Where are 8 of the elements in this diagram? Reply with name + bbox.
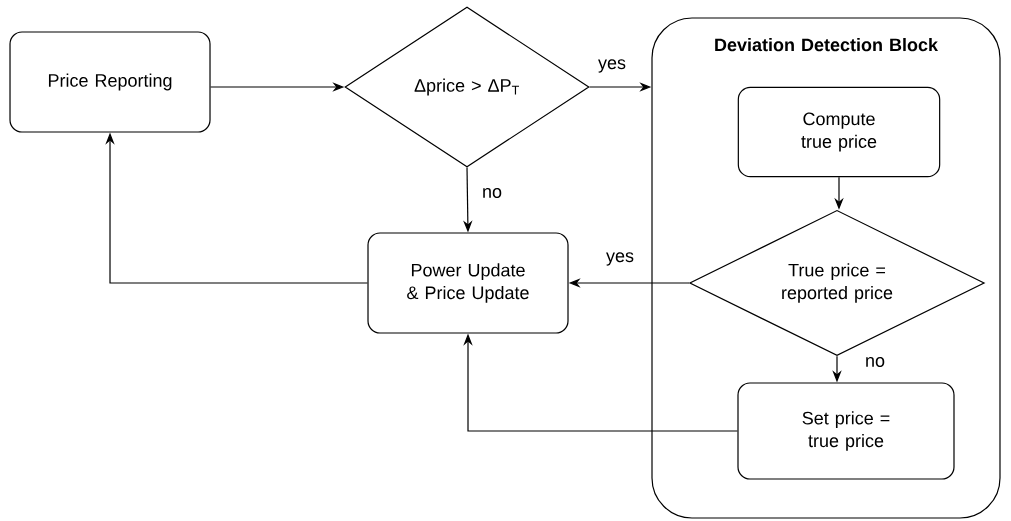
process-box: Power Update & Price Update (367, 232, 569, 334)
edge-label: yes (604, 250, 636, 268)
process-box: Compute true price (737, 86, 941, 178)
process-box: Set price = true price (737, 382, 955, 480)
edge-label: no (480, 186, 504, 200)
process-box: Price Reporting (9, 31, 211, 133)
edge-label: yes (596, 57, 628, 75)
edge-label: no (863, 355, 887, 369)
